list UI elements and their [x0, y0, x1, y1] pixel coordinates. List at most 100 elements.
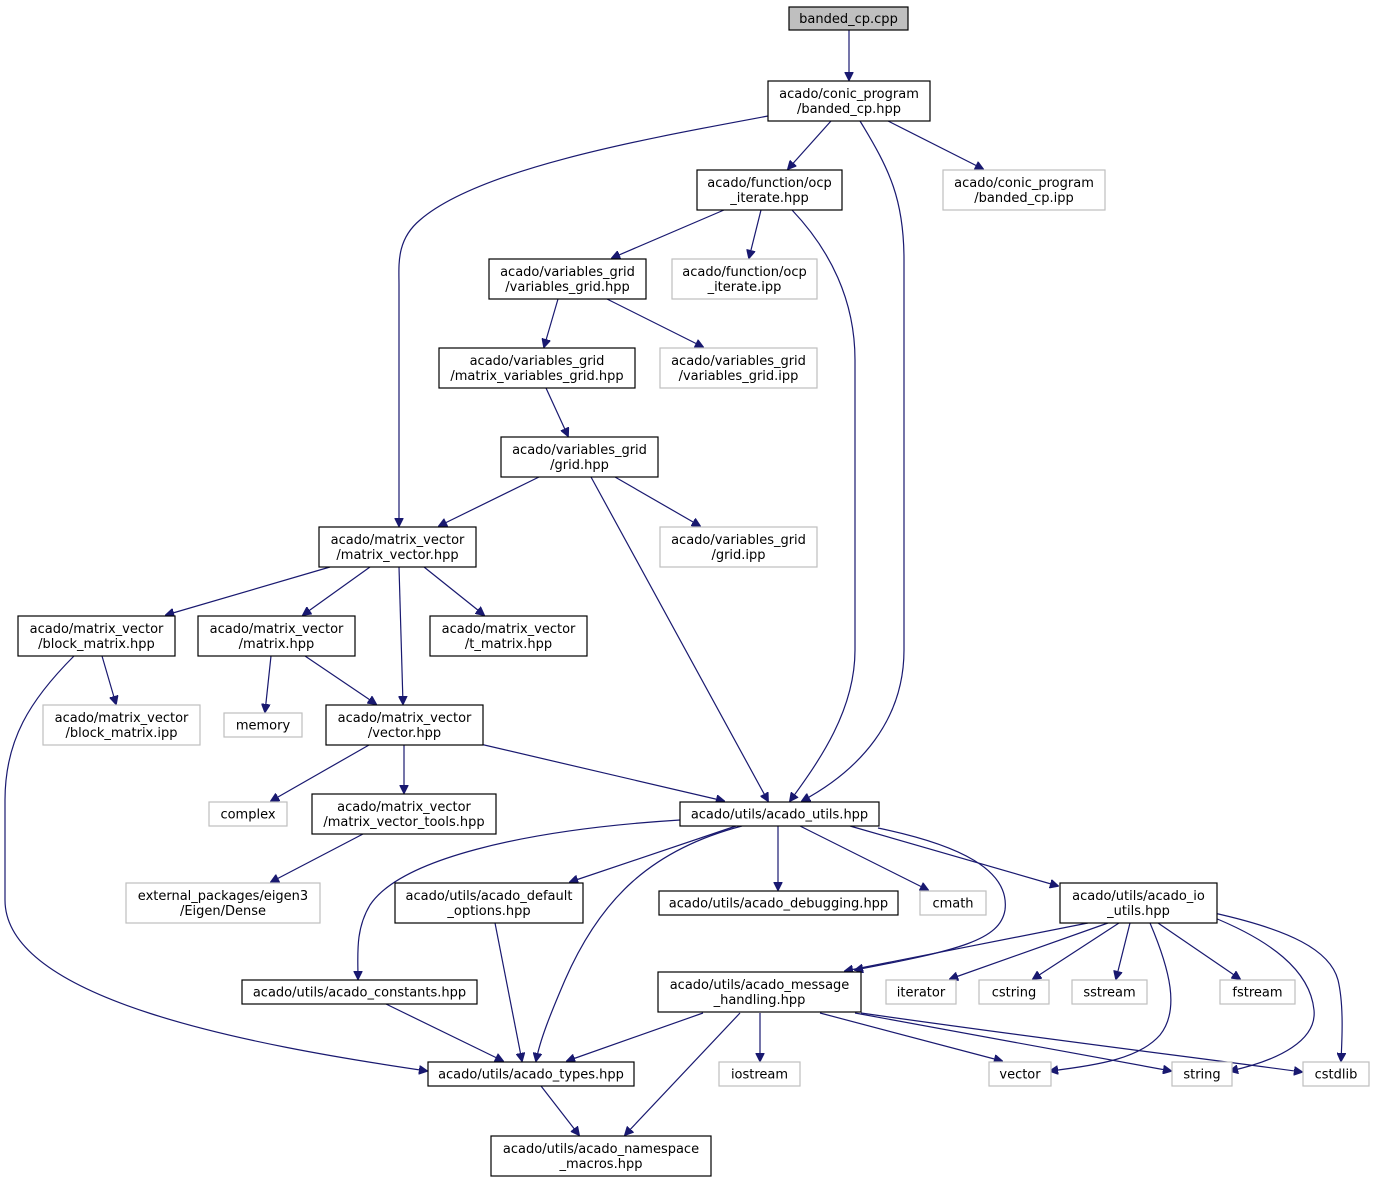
node-label: acado/conic_program: [954, 176, 1094, 191]
node-matrix_hpp[interactable]: acado/matrix_vector/matrix.hpp: [197, 615, 356, 657]
node-box: [658, 890, 899, 916]
edge-grid_hpp-to-utils_hpp: [590, 476, 768, 801]
edge-io_hpp-to-string: [1209, 915, 1315, 1071]
node-label: /block_matrix.hpp: [38, 637, 155, 652]
node-vector_hpp[interactable]: acado/matrix_vector/vector.hpp: [325, 704, 484, 746]
node-grid_ipp: acado/variables_grid/grid.ipp: [659, 526, 818, 568]
node-box: [241, 979, 478, 1005]
edge-msg_hpp-to-vector: [819, 1012, 1002, 1061]
node-box: [942, 169, 1106, 211]
edge-utils_hpp-to-io_hpp: [849, 825, 1058, 886]
node-box: [659, 526, 818, 568]
node-bm_hpp[interactable]: acado/matrix_vector/block_matrix.hpp: [17, 615, 176, 657]
node-defopt_hpp[interactable]: acado/utils/acado_default_options.hpp: [394, 882, 584, 924]
node-label: _handling.hpp: [713, 993, 806, 1008]
node-label: /t_matrix.hpp: [465, 637, 552, 652]
edge-io_hpp-to-vector: [1050, 922, 1172, 1071]
node-tmatrix_hpp[interactable]: acado/matrix_vector/t_matrix.hpp: [429, 615, 588, 657]
node-mvg_hpp[interactable]: acado/variables_grid/matrix_variables_gr…: [438, 347, 636, 389]
node-label: acado/utils/acado_default: [406, 889, 573, 904]
node-label: acado/function/ocp: [682, 265, 807, 280]
node-bm_ipp: acado/matrix_vector/block_matrix.ipp: [42, 704, 201, 746]
edge-banded_hpp-to-mv_hpp: [399, 115, 769, 526]
edge-mvtools_hpp-to-eigen: [271, 833, 364, 882]
edge-vector_hpp-to-utils_hpp: [479, 743, 724, 801]
node-vg_hpp[interactable]: acado/variables_grid/variables_grid.hpp: [488, 258, 647, 300]
node-iostream: iostream: [718, 1061, 801, 1087]
node-label: /grid.ipp: [711, 548, 765, 563]
node-box: [988, 1061, 1052, 1087]
node-label: string: [1183, 1068, 1220, 1083]
edge-vg_hpp-to-mvg_hpp: [544, 298, 559, 347]
node-ocp_hpp[interactable]: acado/function/ocp_iterate.hpp: [696, 169, 843, 211]
edge-matrix_hpp-to-memory: [265, 655, 272, 712]
node-label: /Eigen/Dense: [180, 904, 266, 919]
edge-banded_hpp-to-utils_hpp: [802, 120, 905, 801]
node-banded_ipp: acado/conic_program/banded_cp.ipp: [942, 169, 1106, 211]
node-label: acado/function/ocp: [707, 176, 832, 191]
node-banded_hpp[interactable]: acado/conic_program/banded_cp.hpp: [767, 80, 931, 122]
node-box: [488, 258, 647, 300]
node-const_hpp[interactable]: acado/utils/acado_constants.hpp: [241, 979, 478, 1005]
node-box: [223, 712, 303, 738]
node-label: _iterate.hpp: [729, 191, 809, 206]
node-box: [17, 615, 176, 657]
node-mvtools_hpp[interactable]: acado/matrix_vector/matrix_vector_tools.…: [311, 793, 497, 835]
node-label: acado/matrix_vector: [331, 533, 465, 548]
node-label: acado/conic_program: [779, 87, 919, 102]
node-vg_ipp: acado/variables_grid/variables_grid.ipp: [659, 347, 818, 389]
node-label: cstdlib: [1315, 1068, 1358, 1083]
edge-bm_hpp-to-types_hpp: [4, 655, 427, 1071]
node-string: string: [1171, 1061, 1233, 1087]
node-label: complex: [220, 808, 275, 823]
node-label: acado/variables_grid: [512, 443, 647, 458]
node-label: /banded_cp.hpp: [797, 102, 901, 117]
node-vector: vector: [988, 1061, 1052, 1087]
node-label: /matrix_vector.hpp: [336, 548, 458, 563]
node-label: acado/utils/acado_constants.hpp: [253, 986, 466, 1001]
node-label: iterator: [897, 986, 946, 1001]
node-label: acado/variables_grid: [671, 354, 806, 369]
edge-mv_hpp-to-vector_hpp: [399, 566, 403, 704]
edge-io_hpp-to-iterator: [950, 922, 1109, 979]
edge-io_hpp-to-sstream: [1116, 922, 1131, 979]
node-box: [1059, 882, 1218, 924]
node-complex: complex: [208, 801, 288, 827]
edge-msg_hpp-to-types_hpp: [567, 1012, 704, 1061]
node-io_hpp[interactable]: acado/utils/acado_io_utils.hpp: [1059, 882, 1218, 924]
node-ocp_ipp: acado/function/ocp_iterate.ipp: [671, 258, 818, 300]
node-label: acado/matrix_vector: [55, 711, 189, 726]
edge-io_hpp-to-fstream: [1157, 922, 1240, 979]
node-box: [659, 347, 818, 389]
node-label: cstring: [992, 986, 1036, 1001]
node-label: iostream: [731, 1068, 788, 1083]
edge-mv_hpp-to-tmatrix_hpp: [423, 566, 484, 615]
node-debug_hpp[interactable]: acado/utils/acado_debugging.hpp: [658, 890, 899, 916]
node-label: acado/utils/acado_types.hpp: [438, 1068, 624, 1083]
node-types_hpp[interactable]: acado/utils/acado_types.hpp: [427, 1061, 635, 1087]
node-root[interactable]: banded_cp.cpp: [788, 6, 909, 31]
node-box: [197, 615, 356, 657]
node-box: [325, 704, 484, 746]
node-label: acado/variables_grid: [671, 533, 806, 548]
edge-utils_hpp-to-cmath: [799, 825, 928, 890]
edge-io_hpp-to-cstdlib: [1213, 912, 1342, 1061]
node-box: [394, 882, 584, 924]
node-grid_hpp[interactable]: acado/variables_grid/grid.hpp: [500, 436, 659, 478]
node-msg_hpp[interactable]: acado/utils/acado_message_handling.hpp: [657, 971, 862, 1013]
node-label: /block_matrix.ipp: [66, 726, 178, 741]
node-box: [311, 793, 497, 835]
node-mv_hpp[interactable]: acado/matrix_vector/matrix_vector.hpp: [318, 526, 477, 568]
node-label: _iterate.ipp: [707, 280, 782, 295]
node-label: /matrix.hpp: [239, 637, 315, 652]
edges-layer: [4, 30, 1342, 1135]
node-box: [788, 6, 909, 31]
node-box: [490, 1135, 712, 1177]
node-label: /matrix_variables_grid.hpp: [450, 369, 623, 384]
edge-msg_hpp-to-cstdlib: [860, 1012, 1302, 1072]
node-ns_hpp[interactable]: acado/utils/acado_namespace_macros.hpp: [490, 1135, 712, 1177]
node-utils_hpp[interactable]: acado/utils/acado_utils.hpp: [679, 801, 880, 827]
node-label: vector: [999, 1068, 1041, 1083]
edge-io_hpp-to-cstring: [1033, 922, 1120, 979]
